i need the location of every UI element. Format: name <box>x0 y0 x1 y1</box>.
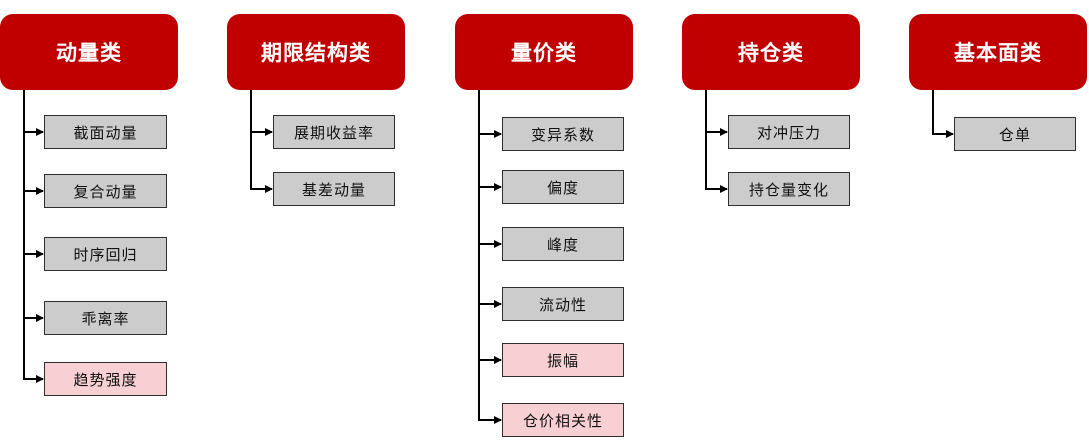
factor-node-bias-ratio: 乖离率 <box>44 301 167 335</box>
factor-node-composite-momentum: 复合动量 <box>44 174 167 208</box>
factor-node-coefficient-of-variation: 变异系数 <box>502 117 624 151</box>
factor-node-trend-strength: 趋势强度 <box>44 362 167 396</box>
category-header-fundamentals: 基本面类 <box>909 14 1087 90</box>
category-header-momentum: 动量类 <box>0 14 178 90</box>
factor-node-kurtosis: 峰度 <box>502 227 624 261</box>
category-header-term-structure: 期限结构类 <box>227 14 405 90</box>
factor-node-time-series-regression: 时序回归 <box>44 237 167 271</box>
factor-node-skewness: 偏度 <box>502 170 624 204</box>
factor-node-oi-change: 持仓量变化 <box>728 172 850 206</box>
factor-node-roll-yield: 展期收益率 <box>273 115 395 149</box>
category-header-volume-price: 量价类 <box>455 14 633 90</box>
factor-node-amplitude: 振幅 <box>502 343 624 377</box>
factor-node-cross-sectional-momentum: 截面动量 <box>44 115 167 149</box>
factor-node-warehouse-receipts: 仓单 <box>954 117 1076 151</box>
factor-node-basis-momentum: 基差动量 <box>273 172 395 206</box>
factor-node-liquidity: 流动性 <box>502 287 624 321</box>
category-header-open-interest: 持仓类 <box>682 14 860 90</box>
factor-node-hedging-pressure: 对冲压力 <box>728 115 850 149</box>
factor-node-oi-price-correlation: 仓价相关性 <box>502 403 624 437</box>
